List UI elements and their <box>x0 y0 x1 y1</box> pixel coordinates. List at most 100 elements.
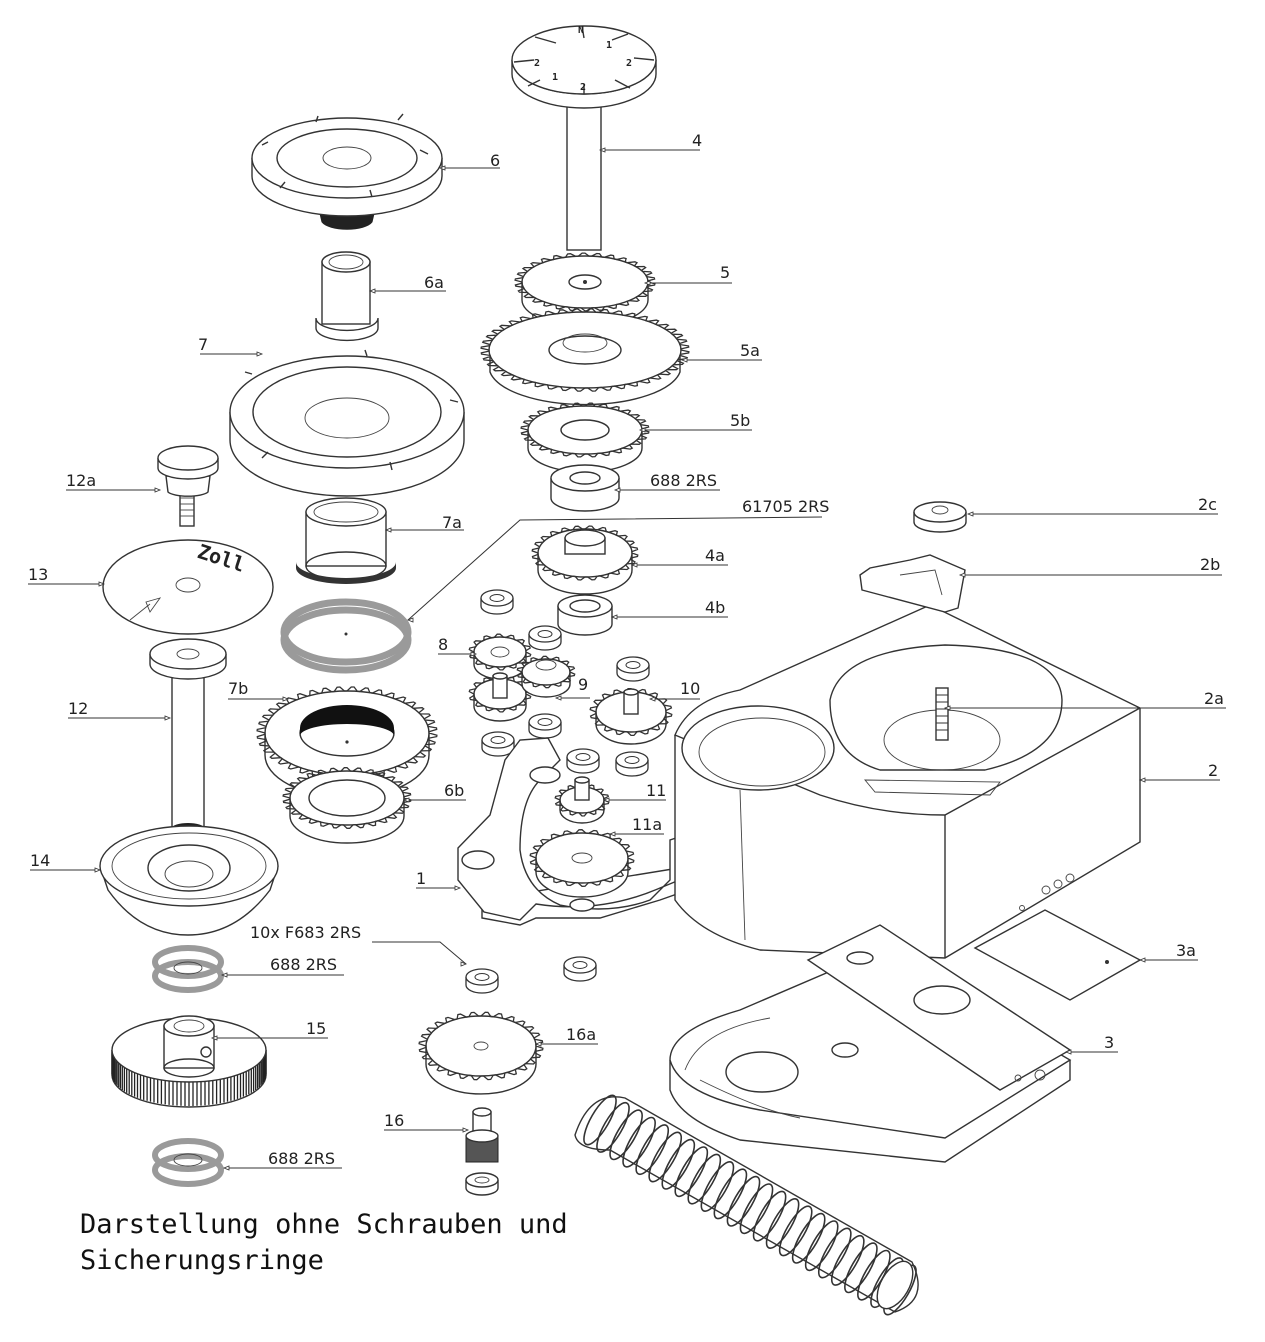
leader-arrow <box>648 696 656 702</box>
screw-thread <box>648 1131 683 1183</box>
bearing-688-left-1 <box>152 945 224 993</box>
leader-arrow <box>1064 1049 1072 1055</box>
screw-thread <box>726 1175 761 1227</box>
label-9: 9 <box>578 675 588 694</box>
leader-arrow <box>610 614 618 620</box>
leader-arrow <box>402 797 410 803</box>
small-bearing <box>480 589 514 615</box>
part-8-gear-lower <box>468 672 532 722</box>
leader-arrow <box>462 1127 470 1133</box>
label-13: 13 <box>28 565 48 584</box>
label-6b: 6b <box>444 781 464 800</box>
label-7a: 7a <box>442 513 462 532</box>
screw-thread <box>596 1101 630 1153</box>
note-line-2: Sicherungsringe <box>80 1245 324 1276</box>
svg-text:2: 2 <box>534 58 540 69</box>
label-5a: 5a <box>740 341 760 360</box>
screw-thread <box>609 1109 643 1161</box>
small-bearing <box>566 748 600 774</box>
label-2b: 2b <box>1200 555 1220 574</box>
label-5b: 5b <box>730 411 750 430</box>
leader-arrow <box>164 715 172 721</box>
small-bearing <box>528 713 562 739</box>
part-2-housing <box>674 604 1142 959</box>
leader-arrow <box>98 581 106 587</box>
label-1: 1 <box>416 869 426 888</box>
label-6a: 6a <box>424 273 444 292</box>
bearing-61705 <box>280 598 412 674</box>
callout-labels: 4 6 5 6a 7 5a 5b 688 2RS 12a 61705 2RS 2… <box>28 131 1224 1168</box>
note-line-1: Darstellung ohne Schrauben und <box>80 1209 568 1240</box>
leader-arrow <box>1138 777 1146 783</box>
leader-arrow <box>680 357 688 363</box>
screw-thread <box>778 1205 813 1257</box>
screw-thread <box>830 1234 865 1286</box>
leader-arrow <box>368 288 376 294</box>
part-6b-gear <box>282 767 412 844</box>
leader-arrow <box>256 351 264 357</box>
label-14: 14 <box>30 851 50 870</box>
part-13-disc: Zoll <box>102 539 274 635</box>
label-2: 2 <box>1208 761 1218 780</box>
label-4: 4 <box>692 131 702 150</box>
small-bearing <box>615 751 649 777</box>
label-688-left-2: 688 2RS <box>268 1149 335 1168</box>
bearing-688-top <box>550 464 620 512</box>
part-2c-cap <box>913 501 967 533</box>
small-bearing <box>616 656 650 682</box>
leader-arrow <box>598 147 606 153</box>
screw-thread <box>583 1094 617 1146</box>
leader-arrow <box>613 487 621 493</box>
leader-arrow <box>638 427 646 433</box>
svg-text:2: 2 <box>580 82 586 93</box>
label-16a: 16a <box>566 1025 596 1044</box>
part-4b-sleeve <box>557 594 613 636</box>
callout-leaders <box>28 147 1226 1171</box>
part-2b-lever <box>859 554 966 613</box>
part-5a-gear <box>480 308 690 406</box>
screw-thread <box>687 1153 722 1205</box>
part-15-knurled-wheel <box>111 1015 267 1108</box>
leader-line <box>407 516 823 621</box>
leader-arrow <box>406 617 414 623</box>
screw-thread <box>635 1124 670 1176</box>
screw-thread <box>817 1227 852 1279</box>
leader-arrow <box>210 1035 218 1041</box>
svg-text:1: 1 <box>552 72 558 83</box>
leader-arrow <box>554 695 562 701</box>
label-6: 6 <box>490 151 500 170</box>
leader-arrow <box>958 572 966 578</box>
label-5: 5 <box>720 263 730 282</box>
leader-arrow <box>608 831 616 837</box>
leader-arrow <box>438 165 446 171</box>
leader-arrow <box>470 651 478 657</box>
leader-arrow <box>222 1165 230 1171</box>
part-8-gear <box>468 633 532 680</box>
leader-arrow <box>602 797 610 803</box>
part-11a-gear <box>529 829 635 912</box>
label-12: 12 <box>68 699 88 718</box>
part-16a-gear <box>418 1011 544 1095</box>
label-12a: 12a <box>66 471 96 490</box>
small-bearing <box>481 731 515 757</box>
label-7b: 7b <box>228 679 248 698</box>
label-f683: 10x F683 2RS <box>250 923 361 942</box>
part-4-dial-shaft: N 1 2 2 2 1 <box>511 25 657 251</box>
label-688-left-1: 688 2RS <box>270 955 337 974</box>
leader-arrow <box>220 972 228 978</box>
label-10: 10 <box>680 679 700 698</box>
leader-arrow <box>534 1041 542 1047</box>
screw-thread <box>700 1161 735 1212</box>
part-11-gear <box>554 776 610 824</box>
screw-thread <box>713 1168 748 1220</box>
part-4a-gear <box>531 525 639 595</box>
part-7-dial-ring <box>229 349 465 497</box>
label-2a: 2a <box>1204 689 1224 708</box>
part-6a-sleeve <box>315 251 379 342</box>
label-11a: 11a <box>632 815 662 834</box>
label-4a: 4a <box>705 546 725 565</box>
label-8: 8 <box>438 635 448 654</box>
part-12-shaft <box>149 638 227 833</box>
label-61705: 61705 2RS <box>742 497 829 516</box>
